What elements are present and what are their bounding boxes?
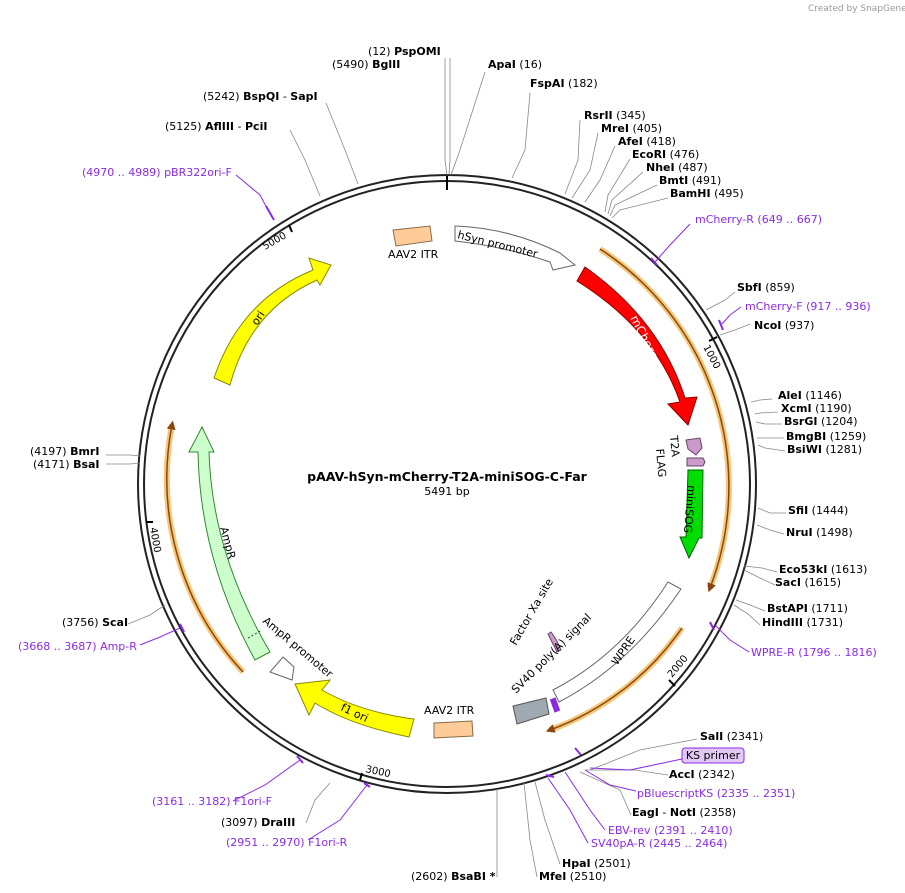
site-afliii-pcii: (5125) AflIII - PciI [165,120,267,133]
site-mrei: MreI (405) [601,122,662,135]
primer-mcherry-r: mCherry-R (649 .. 667) [695,213,822,226]
ampr-promoter-arrow [269,656,295,681]
factor-xa-label: Factor Xa site [507,576,556,647]
t2a-arrow [685,437,703,456]
site-eagi-noti: EagI - NotI (2358) [632,806,736,819]
primer-amp-r: (3668 .. 3687) Amp-R [18,640,137,653]
tick-2000: 2000 [666,653,691,680]
site-eco53ki: Eco53kI (1613) [779,563,867,576]
site-bsai: (4171) BsaI [33,458,100,471]
primer-labels: (4970 .. 4989) pBR322ori-F mCherry-R (64… [18,166,877,850]
restriction-sites: (12) PspOMI (5490) BglII ApaI (16) FspAI… [30,45,867,883]
site-mfei: MfeI (2510) [539,870,606,883]
backbone-outer-strand [137,174,757,794]
primer-lines [139,174,750,844]
factor-xa-arrow [547,631,562,653]
site-bspqi-sapi: (5242) BspQI - SapI [203,90,318,103]
ks-primer-label: KS primer [686,749,741,762]
site-sali: SalI (2341) [700,730,763,743]
flag-label: FLAG [653,448,668,478]
site-nhei: NheI (487) [646,161,708,174]
site-draiii: (3097) DraIII [221,816,295,829]
site-bsabi: (2602) BsaBI * [411,870,496,883]
site-rsrii: RsrII (345) [584,109,646,122]
mcherry-label: mCherry [627,313,663,366]
site-bamhi: BamHI (495) [670,187,744,200]
tick-marks: 1000 2000 3000 4000 5000 [146,224,722,781]
primer-pbr322ori-f: (4970 .. 4989) pBR322ori-F [82,166,232,179]
tick-3000: 3000 [364,764,391,780]
aav2-itr-left-label: AAV2 ITR [388,248,439,261]
t2a-label: T2A [667,434,682,458]
plasmid-name: pAAV-hSyn-mCherry-T2A-miniSOG-C-Far [307,469,587,484]
site-bglii: (5490) BglII [332,58,400,71]
site-sfii: SfiI (1444) [788,504,848,517]
site-hindiii: HindIII (1731) [762,616,843,629]
site-bstapi: BstAPI (1711) [767,602,848,615]
primer-sv40pa-r: SV40pA-R (2445 .. 2464) [591,837,727,850]
site-fspai: FspAI (182) [530,77,598,90]
site-alei: AleI (1146) [778,389,842,402]
site-bsrgi: BsrGI (1204) [784,415,858,428]
site-ncoi: NcoI (937) [754,319,814,332]
site-xcmi: XcmI (1190) [781,402,852,415]
site-hpai: HpaI (2501) [562,857,631,870]
site-apai: ApaI (16) [488,58,542,71]
site-bsiwi: BsiWI (1281) [787,443,862,456]
site-ecori: EcoRI (476) [632,148,699,161]
ks-primer-site-mark [549,697,561,713]
ori-arrow [213,257,332,386]
site-nrui: NruI (1498) [786,526,853,539]
site-bmgbi: BmgBI (1259) [786,430,866,443]
flag-arrow [686,457,706,467]
ampr-arrow [188,425,271,661]
ks-primer-badge: KS primer [681,747,745,764]
aav2-itr-right [433,720,474,739]
hsyn-promoter-arrow [454,225,577,271]
snapgene-watermark: Created by SnapGene [808,4,905,14]
site-acci: AccI (2342) [669,768,735,781]
primer-mcherry-f: mCherry-F (917 .. 936) [745,300,871,313]
orf-arcs [163,246,732,733]
backbone-inner-strand [143,180,751,788]
sv40-polya-box [512,697,550,725]
mcherry-arrow [576,266,698,426]
primer-ebv-rev: EBV-rev (2391 .. 2410) [608,824,733,837]
tick-4000: 4000 [147,527,162,554]
primer-pbluescriptks: pBluescriptKS (2335 .. 2351) [637,787,795,800]
site-bmti: BmtI (491) [659,174,721,187]
leader-lines [106,58,786,878]
minisog-arrow [679,469,704,560]
plasmid-size: 5491 bp [424,485,469,498]
f1-ori-arrow [294,679,415,738]
primer-wpre-r: WPRE-R (1796 .. 1816) [751,646,877,659]
site-pspomi: (12) PspOMI [368,45,441,58]
primer-f1ori-f: (3161 .. 3182) F1ori-F [152,795,272,808]
wpre-box [552,581,682,703]
minisog-label: miniSOG [681,485,698,534]
site-afei: AfeI (418) [618,135,676,148]
aav2-itr-right-label: AAV2 ITR [424,704,475,717]
site-bmri: (4197) BmrI [30,445,99,458]
site-scai: (3756) ScaI [62,616,128,629]
site-saci: SacI (1615) [775,576,841,589]
primer-f1ori-r: (2951 .. 2970) F1ori-R [226,836,348,849]
aav2-itr-left [392,225,433,247]
site-sbfi: SbfI (859) [737,281,795,294]
